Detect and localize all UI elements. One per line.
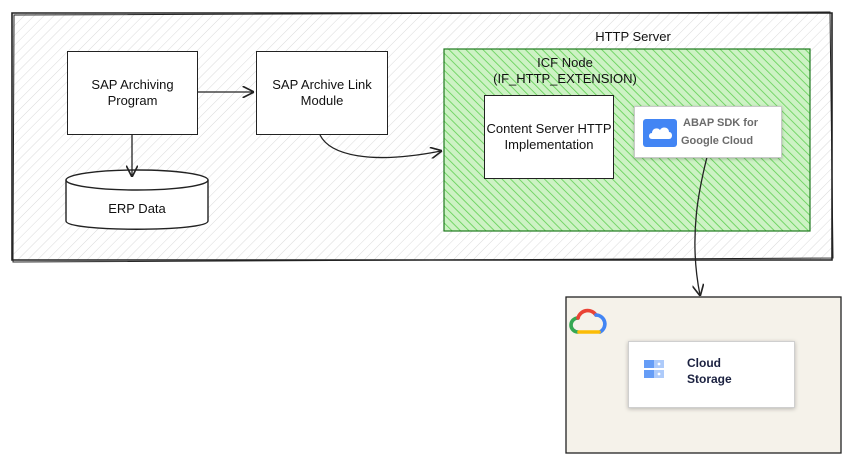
sap-archive-link-module-box: SAP Archive Link Module <box>256 51 388 135</box>
cloud-icon <box>643 119 677 147</box>
abap-sdk-line1: ABAP SDK for <box>683 117 758 129</box>
content-server-box: Content Server HTTP Implementation <box>484 95 614 179</box>
abap-sdk-line2: Google Cloud <box>681 135 754 147</box>
abap-sdk-card: ABAP SDK for Google Cloud <box>634 106 782 158</box>
icf-node-title-line2: (IF_HTTP_EXTENSION) <box>493 71 637 86</box>
arrow-archivelink-to-icf <box>319 134 441 158</box>
sap-archiving-program-line1: SAP Archiving <box>91 77 174 92</box>
cloud-storage-line2: Storage <box>687 372 732 386</box>
erp-data-label: ERP Data <box>108 201 166 216</box>
storage-icon <box>643 358 665 380</box>
content-server-line2: Implementation <box>504 137 594 152</box>
icf-node-title-line1: ICF Node <box>537 55 593 70</box>
content-server-line1: Content Server HTTP <box>486 121 612 136</box>
erp-data-cylinder <box>65 169 209 230</box>
sap-archive-link-line1: SAP Archive Link <box>272 77 372 92</box>
sap-archive-link-line2: Module <box>300 93 344 108</box>
arrow-sdk-to-storage <box>695 156 708 295</box>
http-server-title: HTTP Server <box>595 29 671 44</box>
cloud-storage-line1: Cloud <box>687 356 721 370</box>
google-cloud-logo <box>569 308 607 334</box>
sap-archiving-program-box: SAP Archiving Program <box>67 51 198 135</box>
sap-archiving-program-line2: Program <box>107 93 158 108</box>
cloud-storage-card: Cloud Storage <box>628 341 795 408</box>
